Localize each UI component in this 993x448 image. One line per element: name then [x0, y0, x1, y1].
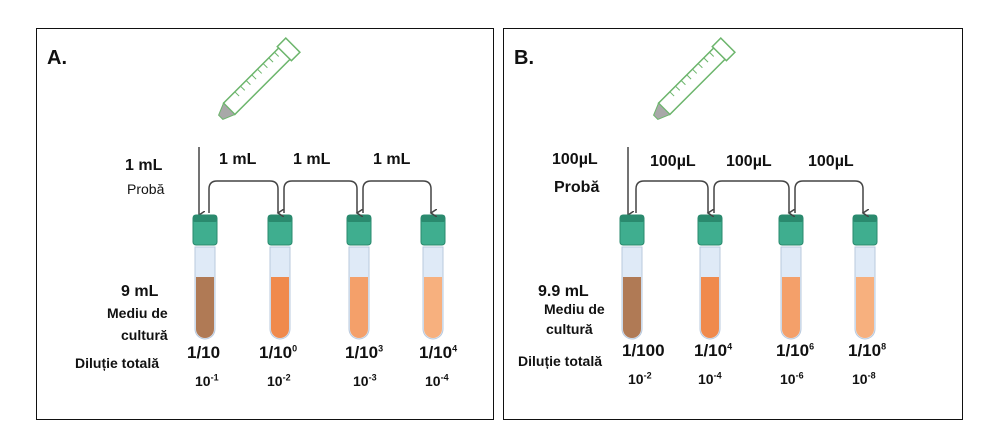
dilution-fraction-3: 1/106: [776, 341, 815, 360]
transfer-label-3: 1 mL: [373, 151, 411, 168]
tube-cap-top: [853, 215, 877, 222]
dilution-fraction-1: 1/10: [187, 343, 221, 362]
dilution-exponent-2: 10-4: [698, 370, 722, 387]
pipette-icon: [653, 37, 736, 120]
pipette-tick: [675, 85, 681, 91]
pipette-tick: [257, 68, 263, 74]
medium-volume: 9 mL: [121, 283, 159, 300]
test-tube-2: [267, 214, 293, 340]
panel-b: B. 100µL Probă 100µL 100µL 100µL 9.9 mL …: [503, 28, 963, 420]
dilution-fraction-2: 1/100: [259, 343, 298, 362]
pipette-cap: [276, 37, 301, 62]
transfer-label-2: 1 mL: [293, 151, 331, 168]
panel-a: A. 1 mL Probă 1 mL 1 mL 1 mL 9 mL Mediu …: [36, 28, 494, 420]
pipette-tip: [653, 102, 671, 120]
pipette-tick: [274, 51, 280, 57]
dilution-exponent-3: 10-6: [780, 370, 804, 387]
tube-liquid: [701, 277, 719, 338]
pipette-cap: [711, 37, 736, 62]
tube-cap-top: [193, 215, 217, 222]
pipette-tick: [692, 68, 698, 74]
medium-label-line1: Mediu de: [107, 305, 168, 321]
test-tube-2: [697, 214, 723, 340]
dilution-exponent-4: 10-8: [852, 370, 876, 387]
transfer-label-2: 100µL: [726, 153, 772, 170]
dilution-fraction-2: 1/104: [694, 341, 733, 360]
dilution-exponent-4: 10-4: [425, 372, 449, 389]
medium-volume: 9.9 mL: [538, 283, 589, 300]
dilution-fraction-1: 1/100: [622, 341, 665, 360]
pipette-tick: [709, 51, 715, 57]
tube-cap-top: [779, 215, 803, 222]
pipette-icon: [218, 37, 301, 120]
panel-label: B.: [514, 47, 534, 69]
total-dilution-label: Diluție totală: [75, 355, 160, 371]
test-tube-4: [852, 214, 878, 340]
transfer-arrow-1: [635, 180, 708, 213]
pipette-body: [222, 45, 293, 116]
test-tube-3: [346, 214, 372, 340]
transfer-arrow-2: [283, 180, 357, 213]
tube-cap-top: [620, 215, 644, 222]
sample-label: Probă: [127, 181, 165, 197]
tube-cap-top: [347, 215, 371, 222]
tube-liquid: [271, 277, 289, 338]
tube-liquid: [623, 277, 641, 338]
dilution-exponent-1: 10-1: [195, 372, 219, 389]
pipette-tick: [245, 80, 251, 86]
pipette-tick: [251, 74, 257, 80]
medium-label-line2: cultură: [121, 327, 168, 343]
pipette-tick: [703, 57, 709, 63]
pipette-tick: [697, 63, 703, 69]
pipette-body: [657, 45, 728, 116]
medium-label-line1: Mediu de: [544, 301, 605, 317]
transfer-arrow-1: [208, 180, 278, 213]
diagram-b: [619, 37, 878, 340]
pipette-tick: [669, 91, 675, 97]
test-tube-1: [192, 214, 218, 340]
sample-volume: 100µL: [552, 151, 598, 168]
pipette-tick: [240, 85, 246, 91]
transfer-arrow-2: [713, 180, 789, 213]
tube-liquid: [424, 277, 442, 338]
tube-liquid: [196, 277, 214, 338]
tube-liquid: [350, 277, 368, 338]
tube-liquid: [856, 277, 874, 338]
dilution-fraction-3: 1/103: [345, 343, 384, 362]
test-tube-4: [420, 214, 446, 340]
dilution-fraction-4: 1/108: [848, 341, 887, 360]
transfer-label-3: 100µL: [808, 153, 854, 170]
sample-label: Probă: [554, 179, 600, 196]
transfer-label-1: 1 mL: [219, 151, 257, 168]
pipette-tick: [234, 91, 240, 97]
test-tube-1: [619, 214, 645, 340]
pipette-tick: [268, 57, 274, 63]
sample-volume: 1 mL: [125, 157, 163, 174]
tube-cap-top: [268, 215, 292, 222]
transfer-arrow-3: [794, 180, 863, 213]
dilution-fraction-4: 1/104: [419, 343, 458, 362]
total-dilution-label: Diluție totală: [518, 353, 603, 369]
tube-cap-top: [421, 215, 445, 222]
pipette-tip: [218, 102, 236, 120]
transfer-arrow-3: [362, 180, 431, 213]
pipette-tick: [686, 74, 692, 80]
tube-liquid: [782, 277, 800, 338]
transfer-label-1: 100µL: [650, 153, 696, 170]
diagram-a: [192, 37, 446, 340]
dilution-exponent-3: 10-3: [353, 372, 377, 389]
dilution-exponent-2: 10-2: [267, 372, 291, 389]
panel-label: A.: [47, 47, 67, 69]
medium-label-line2: cultură: [546, 321, 593, 337]
pipette-tick: [680, 80, 686, 86]
tube-cap-top: [698, 215, 722, 222]
test-tube-3: [778, 214, 804, 340]
pipette-tick: [262, 63, 268, 69]
dilution-exponent-1: 10-2: [628, 370, 652, 387]
